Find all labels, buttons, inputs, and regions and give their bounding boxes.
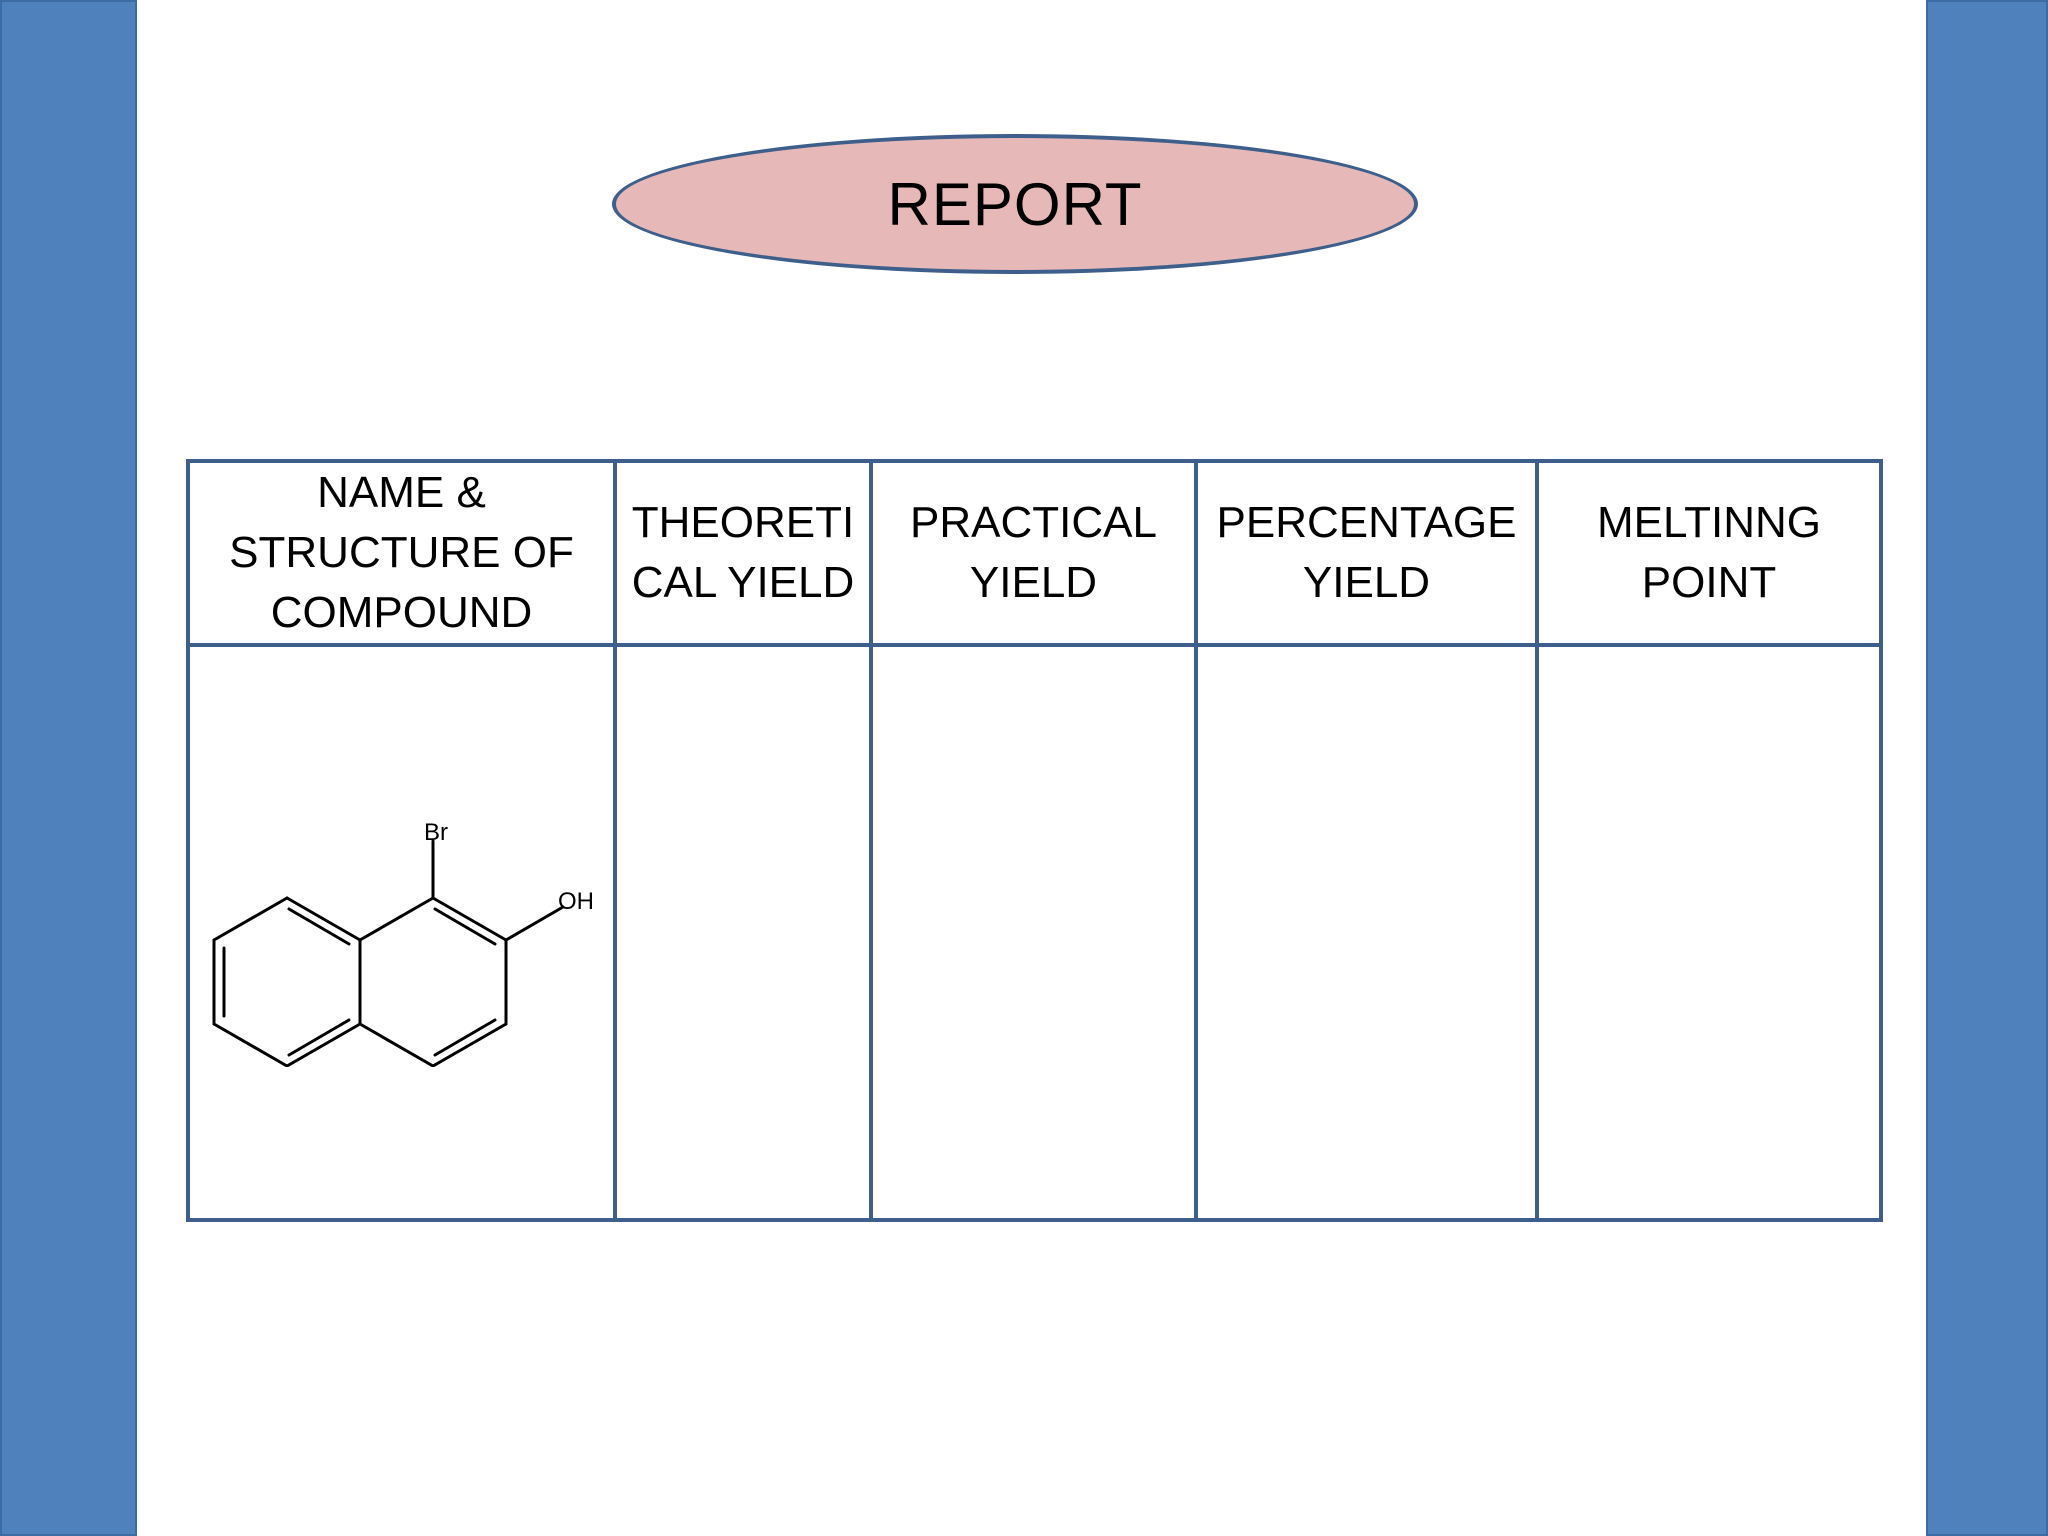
report-table: NAME & STRUCTURE OF COMPOUND THEORETI CA… (186, 459, 1883, 1222)
table-row: Br OH (186, 643, 1883, 1222)
cell-melting-point (1535, 643, 1883, 1222)
bromine-label: Br (424, 819, 448, 846)
left-side-bar (0, 0, 137, 1536)
right-side-bar (1926, 0, 2048, 1536)
header-name-structure: NAME & STRUCTURE OF COMPOUND (186, 459, 617, 647)
header-practical-yield: PRACTICAL YIELD (869, 459, 1198, 647)
table-header-row: NAME & STRUCTURE OF COMPOUND THEORETI CA… (186, 459, 1883, 647)
cell-structure: Br OH (186, 643, 617, 1222)
header-melting-point: MELTINNG POINT (1535, 459, 1883, 647)
hydroxyl-label: OH (558, 888, 594, 915)
cell-percentage-yield (1194, 643, 1539, 1222)
title-oval: REPORT (612, 134, 1418, 274)
header-theoretical-yield: THEORETI CAL YIELD (613, 459, 873, 647)
page-title: REPORT (887, 170, 1143, 238)
header-percentage-yield: PERCENTAGE YIELD (1194, 459, 1539, 647)
cell-practical-yield (869, 643, 1198, 1222)
cell-theoretical-yield (613, 643, 873, 1222)
chemical-structure-image: Br OH (212, 819, 594, 1067)
